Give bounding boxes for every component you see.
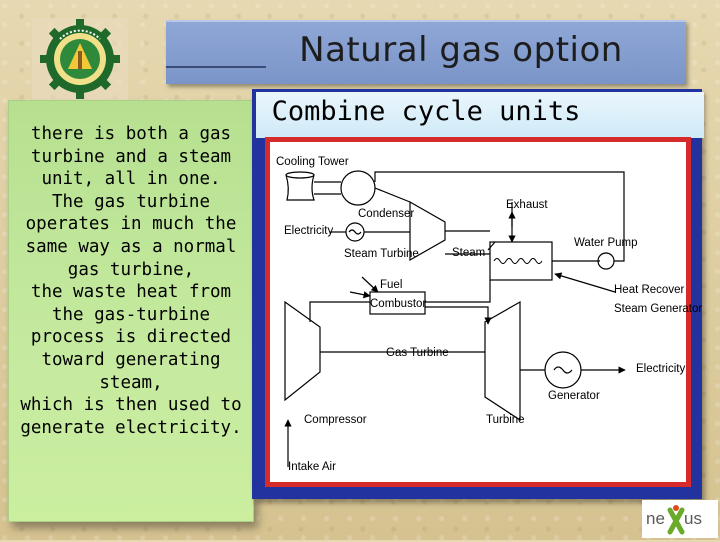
label-compressor: Compressor	[304, 414, 367, 426]
note-line: generate electricity.	[20, 417, 242, 438]
condenser-shape	[340, 170, 376, 206]
label-intake-air: Intake Air	[288, 461, 336, 473]
description-note: there is both a gas turbine and a steam …	[8, 100, 254, 522]
note-line: The gas turbine	[51, 191, 211, 212]
subtitle-band	[256, 92, 704, 138]
steam-turbine-shape	[409, 200, 446, 262]
heat-recovery-unit	[489, 241, 553, 281]
combustor-shape	[369, 291, 426, 315]
label-fuel: Fuel	[380, 279, 403, 291]
label-generator: Generator	[548, 390, 600, 402]
label-electricity-right: Electricity	[636, 363, 686, 375]
note-line: steam,	[99, 372, 163, 393]
note-line: the waste heat from	[30, 282, 232, 303]
note-line: toward generating	[41, 349, 221, 370]
note-line: unit, all in one.	[41, 169, 221, 190]
cooling-tower-shape	[285, 171, 315, 201]
note-line: which is then used to	[20, 395, 242, 416]
organization-logo	[32, 18, 128, 100]
slide-title: Natural gas option	[299, 30, 623, 70]
label-steam-turbine: Steam Turbine	[344, 248, 419, 260]
label-turbine: Turbine	[486, 414, 525, 426]
label-water-pump: Water Pump	[574, 237, 638, 249]
note-line: the gas-turbine	[51, 304, 211, 325]
slide-subtitle: Combine cycle units	[271, 96, 581, 127]
label-combustor: Combustor	[370, 298, 427, 310]
note-line: same way as a normal	[25, 236, 237, 257]
label-condenser: Condenser	[358, 208, 415, 220]
compressor-shape	[284, 300, 321, 402]
note-text: there is both a gas turbine and a steam …	[9, 123, 253, 439]
note-line: gas turbine,	[67, 259, 195, 280]
label-cooling-tower: Cooling Tower	[276, 156, 349, 168]
svg-text:ne: ne	[646, 509, 665, 528]
nexus-logo: ne us	[642, 500, 718, 538]
label-steam: Steam	[452, 247, 486, 259]
note-line: there is both a gas	[30, 124, 232, 144]
label-steam-generator: Steam Generator	[614, 303, 703, 315]
svg-text:us: us	[684, 509, 702, 528]
label-electricity-top: Electricity	[284, 225, 334, 237]
water-pump-shape	[597, 252, 615, 270]
label-heat-recover: Heat Recover	[614, 284, 685, 296]
note-line: process is directed	[30, 327, 232, 348]
title-bar: Natural gas option	[166, 20, 686, 84]
note-line: operates in much the	[25, 214, 237, 235]
title-underline	[166, 66, 266, 68]
note-line: turbine and a steam	[30, 146, 232, 167]
combined-cycle-diagram: Cooling Tower Condenser Electricity Exha…	[270, 142, 702, 482]
label-exhaust: Exhaust	[506, 199, 548, 211]
turbine-shape	[484, 300, 521, 422]
label-gas-turbine: Gas Turbine	[386, 347, 449, 359]
